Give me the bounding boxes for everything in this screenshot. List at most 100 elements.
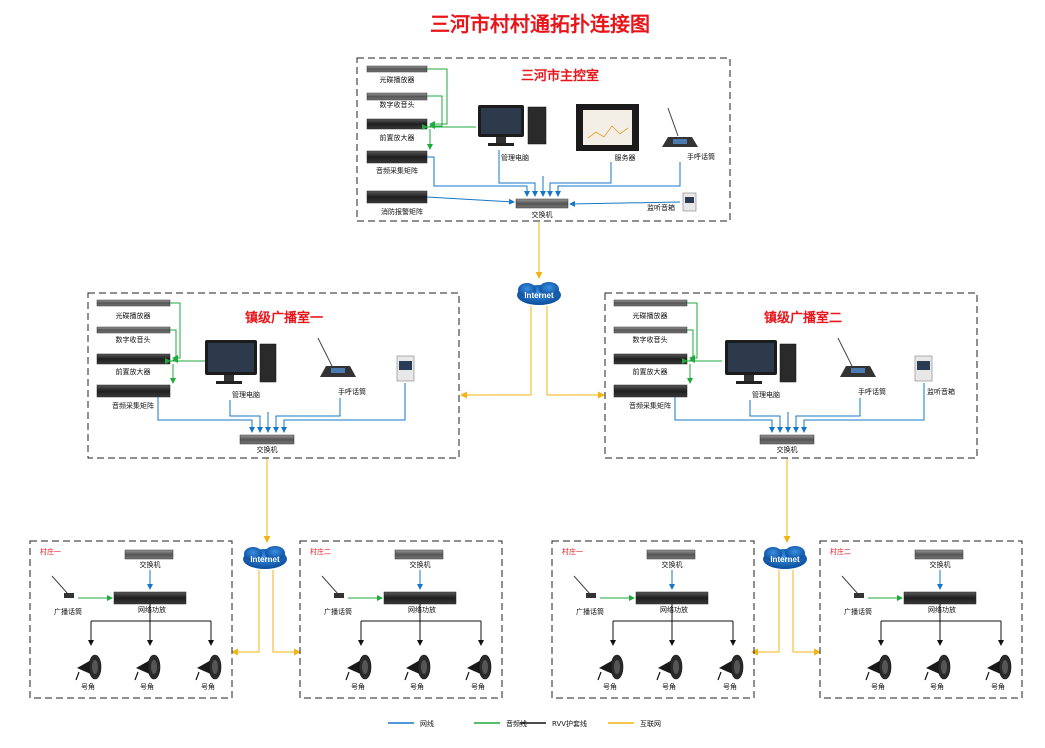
- broadcast-mic: [64, 593, 74, 598]
- svg-text:Internet: Internet: [524, 291, 554, 300]
- horn-label: 号角: [81, 682, 95, 691]
- internet-cloud-right: Internet: [763, 546, 807, 569]
- svg-text:音频采集矩阵: 音频采集矩阵: [376, 166, 418, 175]
- svg-text:手呼话筒: 手呼话筒: [858, 387, 886, 396]
- internet-cloud-top: Internet: [517, 282, 561, 305]
- svg-text:光碟播放器: 光碟播放器: [633, 311, 668, 320]
- svg-text:手呼话筒: 手呼话筒: [687, 152, 715, 161]
- svg-text:管理电脑: 管理电脑: [501, 153, 529, 162]
- svg-text:消防报警矩阵: 消防报警矩阵: [381, 207, 423, 216]
- monitor-speaker-main: 监听音箱: [647, 192, 697, 212]
- broadcast-mic: [854, 593, 864, 598]
- svg-text:手呼话筒: 手呼话筒: [338, 387, 366, 396]
- horn-speaker-icon: [134, 654, 161, 681]
- legend-rvv: RVV护套线: [552, 719, 587, 728]
- village-border: [551, 540, 755, 699]
- fire-matrix-device: 消防报警矩阵: [366, 190, 428, 216]
- internet-links: [231, 222, 821, 656]
- horn-label: 号角: [471, 682, 485, 691]
- svg-text:音频采集矩阵: 音频采集矩阵: [112, 401, 154, 410]
- network-amplifier: [635, 591, 709, 605]
- horn-speaker-icon: [465, 654, 492, 681]
- town-two-title: 镇级广播室二: [764, 310, 842, 326]
- town-one-switch: 交换机: [239, 434, 295, 454]
- horn-speaker-icon: [717, 654, 744, 681]
- horn-speaker-icon: [656, 654, 683, 681]
- village-switch: [646, 549, 696, 560]
- horn-speaker-icon: [345, 654, 372, 681]
- horn-speaker-icon: [865, 654, 892, 681]
- svg-text:交换机: 交换机: [257, 445, 278, 454]
- village-switch: [914, 549, 964, 560]
- audio-matrix-device: 音频采集矩阵: [366, 150, 428, 175]
- town-two-pc: 管理电脑: [725, 340, 797, 399]
- horn-label: 号角: [723, 682, 737, 691]
- village-name: 村庄一: [562, 547, 583, 556]
- svg-text:监听音箱: 监听音箱: [927, 387, 955, 396]
- village-border: [29, 540, 233, 699]
- paging-mic-main: 手呼话筒: [662, 107, 715, 161]
- svg-text:前置放大器: 前置放大器: [380, 133, 415, 142]
- village-switch: [394, 549, 444, 560]
- svg-text:管理电脑: 管理电脑: [232, 390, 260, 399]
- tuner-device: 数字收音头: [366, 92, 428, 109]
- town-one-border: [87, 292, 460, 459]
- village-panel: 村庄二交换机网络功放广播话筒号角号角号角: [819, 540, 1023, 699]
- main-switch: 交换机: [515, 198, 569, 219]
- horn-label: 号角: [410, 682, 424, 691]
- broadcast-mic-label: 广播话筒: [324, 607, 352, 616]
- horn-speaker-icon: [404, 654, 431, 681]
- svg-text:前置放大器: 前置放大器: [116, 367, 151, 376]
- main-control-room: 三河市主控室 光碟播放器 数字收音头 前置放大器 音频采集矩阵 消防报警矩阵: [356, 57, 731, 222]
- horn-label: 号角: [351, 682, 365, 691]
- town-room-one: 镇级广播室一 光碟播放器 数字收音头 前置放大器 音频采集矩阵 管理电脑 手呼话…: [87, 292, 460, 459]
- legend-audio: 音频线: [506, 719, 527, 728]
- village-switch-label: 交换机: [410, 560, 431, 569]
- village-switch-label: 交换机: [930, 560, 951, 569]
- network-amplifier: [903, 591, 977, 605]
- svg-text:光碟播放器: 光碟播放器: [116, 311, 151, 320]
- horn-speaker-icon: [195, 654, 222, 681]
- horn-speaker-icon: [985, 654, 1012, 681]
- cd-player-device: 光碟播放器: [366, 65, 428, 84]
- village-panel: 村庄一交换机网络功放广播话筒号角号角号角: [29, 540, 233, 699]
- svg-text:Internet: Internet: [250, 555, 280, 564]
- legend-network: 网线: [420, 719, 434, 728]
- town-one-monitor-speaker: [396, 355, 415, 382]
- svg-text:管理电脑: 管理电脑: [752, 390, 780, 399]
- pre-amp-device: 前置放大器: [366, 118, 428, 142]
- village-name: 村庄二: [830, 547, 851, 556]
- broadcast-mic-label: 广播话筒: [576, 607, 604, 616]
- horn-label: 号角: [930, 682, 944, 691]
- broadcast-mic-label: 广播话筒: [54, 607, 82, 616]
- broadcast-mic: [334, 593, 344, 598]
- town-one-paging-mic: 手呼话筒: [317, 337, 366, 396]
- svg-text:数字收音头: 数字收音头: [380, 100, 415, 109]
- network-amplifier: [113, 591, 187, 605]
- village-name: 村庄一: [40, 547, 61, 556]
- svg-text:服务器: 服务器: [615, 153, 636, 162]
- server-device: 服务器: [576, 104, 639, 162]
- horn-label: 号角: [871, 682, 885, 691]
- network-amplifier: [383, 591, 457, 605]
- legend-internet: 互联网: [640, 719, 661, 728]
- network-amplifier-label: 网络功放: [138, 605, 166, 614]
- svg-text:前置放大器: 前置放大器: [633, 367, 668, 376]
- village-name: 村庄二: [310, 547, 331, 556]
- town-two-border: [604, 292, 978, 459]
- legend: 网线 音频线 RVV护套线 互联网: [388, 719, 661, 728]
- diagram-title: 三河市村村通拓扑连接图: [430, 12, 650, 36]
- svg-text:Internet: Internet: [770, 555, 800, 564]
- network-amplifier-label: 网络功放: [408, 605, 436, 614]
- svg-text:交换机: 交换机: [532, 210, 553, 219]
- town-two-paging-mic: 手呼话筒: [837, 337, 886, 396]
- internet-cloud-left: Internet: [243, 546, 287, 569]
- svg-text:数字收音头: 数字收音头: [633, 335, 668, 344]
- town-one-pc: 管理电脑: [205, 340, 277, 399]
- network-amplifier-label: 网络功放: [660, 605, 688, 614]
- town-one-title: 镇级广播室一: [245, 310, 323, 326]
- village-switch-label: 交换机: [140, 560, 161, 569]
- horn-speaker-icon: [75, 654, 102, 681]
